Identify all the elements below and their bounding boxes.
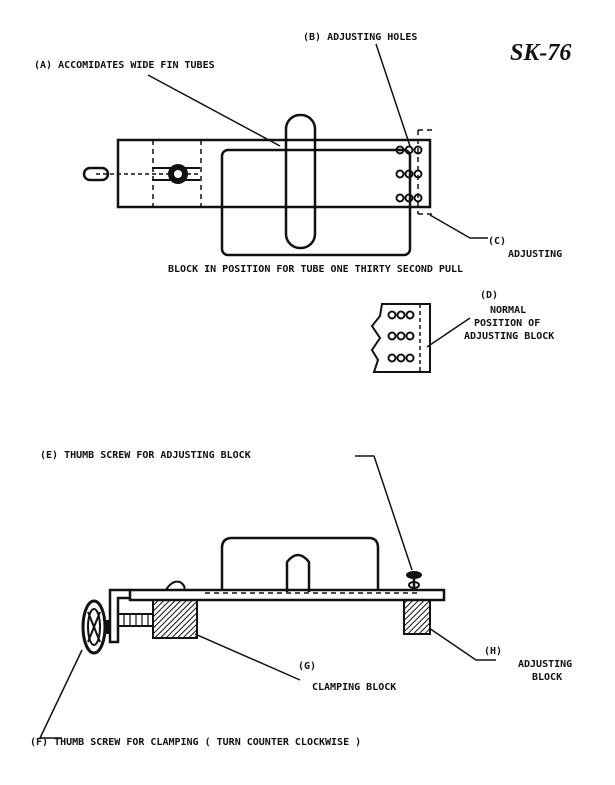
label-b: (B) ADJUSTING HOLES <box>303 32 417 43</box>
label-c-marker: (C) <box>488 236 506 247</box>
label-a: (A) ACCOMIDATES WIDE FIN TUBES <box>34 60 215 71</box>
detail-d <box>370 303 471 373</box>
label-g-marker: (G) <box>298 661 316 672</box>
label-h-line2: BLOCK <box>532 672 562 683</box>
clamping-block <box>152 599 198 639</box>
base-bar <box>128 588 446 602</box>
label-h-line1: ADJUSTING <box>518 659 572 670</box>
sheet-title: SK-76 <box>510 40 571 66</box>
label-c-line2: BLOCK IN POSITION FOR TUBE ONE THIRTY SE… <box>168 264 463 275</box>
label-d-line1: NORMAL <box>490 305 526 316</box>
label-d-line2: POSITION OF <box>474 318 540 329</box>
adjusting-holes <box>395 145 423 203</box>
label-d-line3: ADJUSTING BLOCK <box>464 331 554 342</box>
adjusting-block <box>403 599 431 635</box>
label-e: (E) THUMB SCREW FOR ADJUSTING BLOCK <box>40 450 251 461</box>
normal-block-outline <box>370 303 431 373</box>
label-f: (F) THUMB SCREW FOR CLAMPING ( TURN COUN… <box>30 737 361 748</box>
side-view <box>38 455 496 739</box>
adjusting-thumb-screw-icon <box>406 571 422 590</box>
label-h-marker: (H) <box>484 646 502 657</box>
fin-plate-side <box>220 536 380 590</box>
tube-slot <box>284 113 317 250</box>
top-view <box>82 43 488 257</box>
label-c-word: ADJUSTING <box>508 249 562 260</box>
thumb-screw-top-view <box>82 164 200 184</box>
label-d-marker: (D) <box>480 290 498 301</box>
thumb-wheel-icon <box>81 599 110 655</box>
label-g-text: CLAMPING BLOCK <box>312 682 396 693</box>
